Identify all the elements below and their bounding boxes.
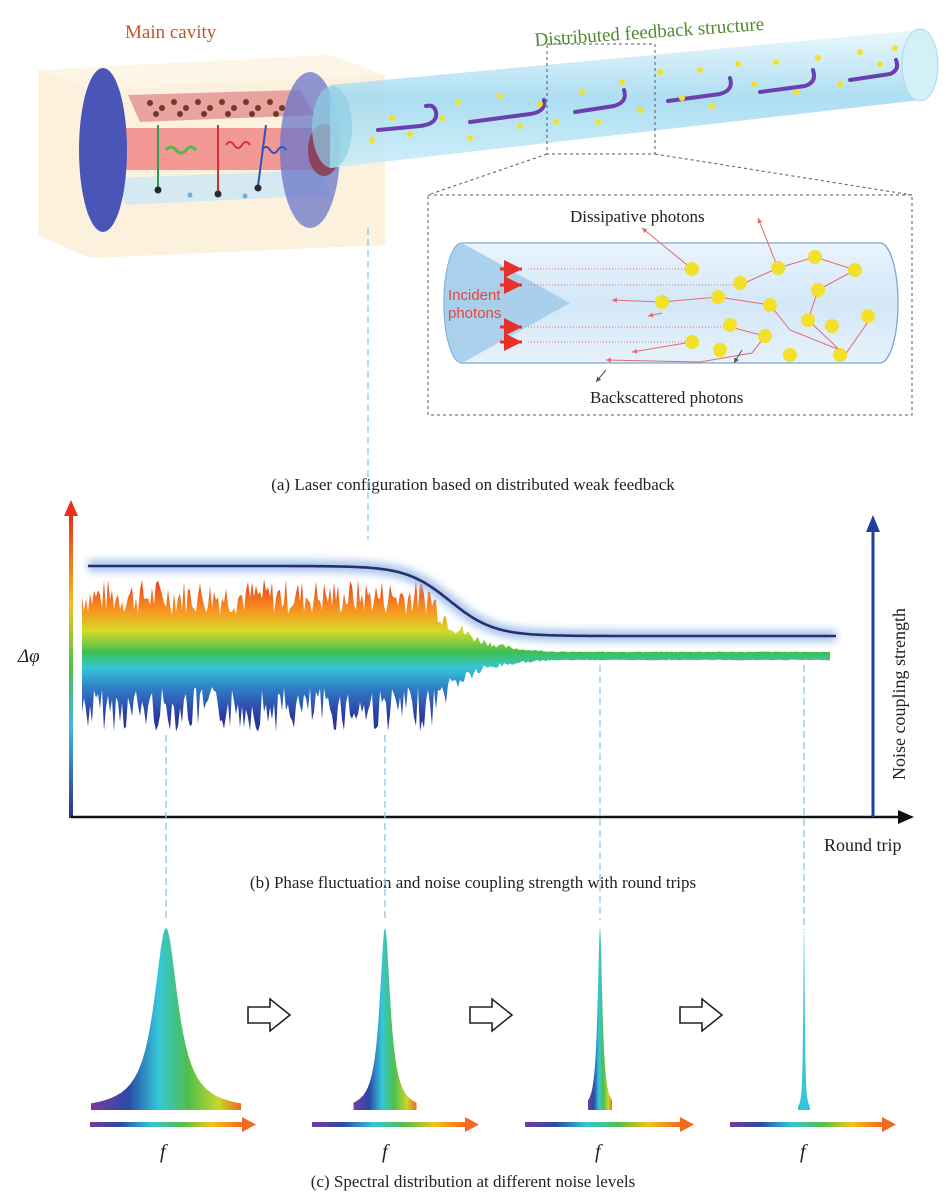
panel-b: Δφ Noise coupling strength Round trip (b…: [17, 500, 914, 892]
noise-lower-envelope: [82, 655, 830, 732]
y-axis-label: Δφ: [17, 646, 40, 667]
panel-a: Main cavity: [38, 14, 939, 494]
caption-c: (c) Spectral distribution at different n…: [311, 1172, 635, 1191]
x-axis: [71, 810, 914, 824]
frequency-axis-arrowhead: [882, 1117, 896, 1132]
transition-arrows: [247, 997, 724, 1033]
frequency-axis-arrowhead: [465, 1117, 479, 1132]
dissipative-photons-label: Dissipative photons: [570, 207, 705, 226]
frequency-axis: [90, 1122, 242, 1127]
main-cavity-label: Main cavity: [125, 22, 217, 43]
caption-a: (a) Laser configuration based on distrib…: [271, 475, 675, 494]
frequency-axis: [312, 1122, 465, 1127]
incident-arrows: [500, 260, 522, 351]
incident-photons-label-1: Incident: [448, 287, 501, 304]
spectral-peak: [798, 928, 810, 1110]
f-label-2: f: [382, 1141, 390, 1163]
spectral-peak: [91, 928, 241, 1110]
spectral-peak: [353, 928, 417, 1110]
spectral-peak: [588, 928, 612, 1110]
scatter-dots: [369, 45, 898, 143]
f-label-3: f: [595, 1141, 603, 1163]
scatterer-hooks: [376, 58, 900, 132]
right-axis-label: Noise coupling strength: [889, 608, 909, 780]
backscattered-photons-label: Backscattered photons: [590, 388, 743, 407]
guide-lines: [165, 665, 805, 930]
feedback-fiber: [312, 28, 939, 168]
frequency-axis-arrowhead: [680, 1117, 694, 1132]
coupling-strength-curve: [88, 560, 836, 642]
panel-c: f f f f (c) Spectral distribution at dif…: [90, 928, 896, 1191]
f-label-4: f: [800, 1141, 808, 1163]
f-label-1: f: [160, 1141, 168, 1163]
frequency-axis-arrowhead: [242, 1117, 256, 1132]
scattering-inset: [427, 194, 913, 416]
left-axis: [64, 500, 78, 818]
frequency-axis: [525, 1122, 680, 1127]
frequency-axis: [730, 1122, 882, 1127]
noise-upper-envelope: [82, 579, 830, 657]
gain-particles: [147, 99, 285, 117]
caption-b: (b) Phase fluctuation and noise coupling…: [250, 873, 696, 892]
incident-photons-label-2: photons: [448, 305, 501, 322]
spectral-peaks: [90, 928, 896, 1132]
dfb-label: Distributed feedback structure: [534, 14, 765, 51]
right-axis: [866, 515, 880, 817]
inset-scatterers: [655, 250, 875, 362]
x-axis-label: Round trip: [824, 835, 902, 855]
phase-noise-signal: [82, 579, 830, 732]
